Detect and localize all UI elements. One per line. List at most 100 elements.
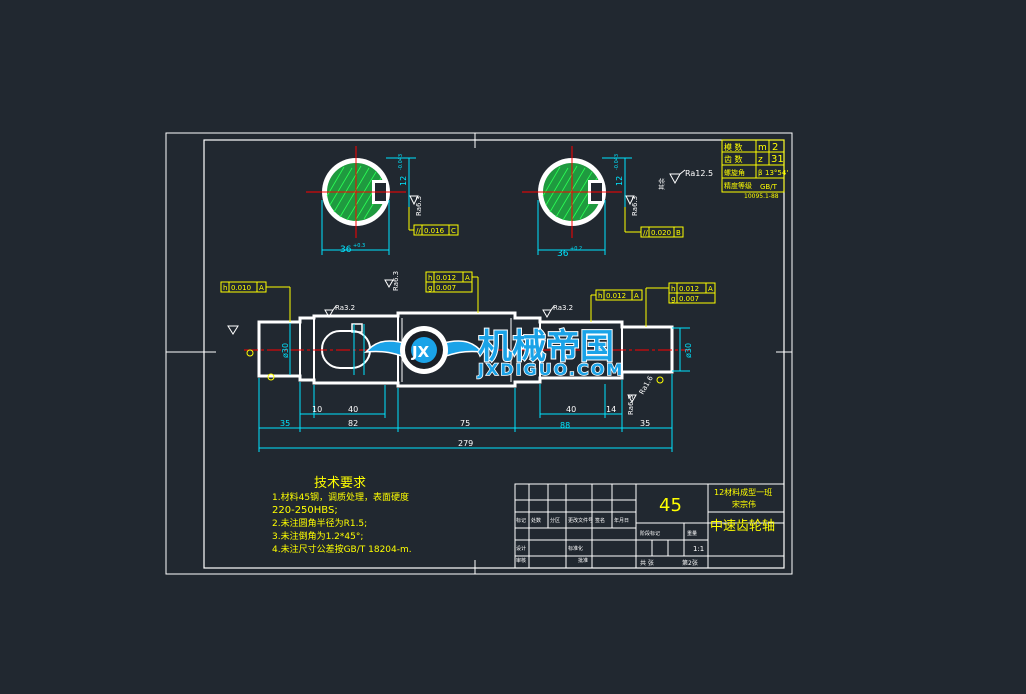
gtol-mid-top-g-symbol: g	[428, 284, 432, 292]
title-block: 45 12材料成型一班 宋宗伟 中速齿轮轴 1:1 共 张 第2张 标记 处数 …	[514, 483, 785, 569]
title-row-review: 审核	[516, 557, 526, 564]
shaft-view: ø30 ø30	[220, 271, 716, 452]
gtol-left-datum: A	[259, 284, 264, 292]
inner-border	[203, 139, 785, 569]
section-right-finish-symbol	[625, 195, 635, 206]
gear-row-helix-name: 螺旋角	[724, 168, 745, 177]
section-right-key-tol: -0.043	[614, 154, 620, 170]
title-scale: 1:1	[693, 545, 704, 553]
dim-total: 279	[458, 439, 473, 448]
title-sheet-total: 共 张	[640, 559, 654, 567]
section-right: 36 +0.2 12 -0.043 Ra6.3 // 0.020 B	[522, 146, 684, 259]
section-left-gtol-datum: C	[451, 227, 456, 235]
finish-ra32-right: Ra3.2	[553, 304, 573, 312]
gtol-right-h-datum: A	[708, 285, 713, 293]
dim-82: 82	[348, 419, 358, 428]
general-finish-value: Ra12.5	[685, 169, 713, 178]
section-right-finish: Ra6.3	[631, 196, 639, 216]
gear-row-module-val: 2	[772, 142, 778, 153]
logo-url: JXDIGUO.COM	[477, 360, 624, 379]
dim-75: 75	[460, 419, 470, 428]
watermark-logo: JX 机械帝国 JXDIGUO.COM	[363, 326, 624, 380]
logo-chinese: 机械帝国	[478, 327, 614, 367]
gtol-mid-top-h-datum: A	[465, 274, 470, 282]
title-part-name: 中速齿轮轴	[710, 519, 775, 534]
section-left-key-tol: -0.043	[398, 154, 404, 170]
dim-10: 10	[312, 405, 322, 414]
finish-ra63-top: Ra6.3	[392, 271, 400, 291]
gtol-mid-top-h-symbol: h	[428, 274, 432, 282]
tech-req-line-1: 1.材料45钢，调质处理，表面硬度	[272, 491, 409, 503]
tech-requirements: 技术要求 1.材料45钢，调质处理，表面硬度 220-250HBS; 2.未注圆…	[272, 476, 412, 555]
finish-ra32-left: Ra3.2	[335, 304, 355, 312]
gtol-right-g-symbol: g	[671, 295, 675, 303]
section-right-gtol-frame	[640, 226, 684, 238]
title-header-4: 更改文件号	[568, 517, 593, 524]
gtol-left-symbol: h	[223, 284, 227, 292]
dim-40-left: 40	[348, 405, 358, 414]
gear-row-teeth-val: 31	[771, 154, 784, 165]
tech-req-line-2: 220-250HBS;	[272, 505, 338, 516]
dim-35-left: 35	[280, 419, 290, 428]
section-left-finish-symbol	[409, 195, 419, 206]
general-finish-prefix: 其余	[658, 178, 666, 190]
title-weight-label: 重量	[687, 530, 697, 537]
gear-parameter-table: 模 数 m 2 齿 数 z 31 螺旋角 β 13°54' 精度等级 GB/T …	[721, 139, 788, 200]
section-left-gtol-value: 0.016	[424, 227, 445, 235]
gear-row-teeth-sym: z	[758, 155, 763, 165]
shaft-dia-left: ø30	[281, 343, 290, 358]
gtol-mid-right-symbol: h	[598, 292, 602, 300]
section-left-dia-tol: +0.3	[353, 243, 365, 249]
title-mid-approve: 批准	[578, 557, 588, 564]
dim-88: 88	[560, 421, 570, 430]
title-material: 45	[659, 495, 682, 516]
title-header-5: 签名	[595, 517, 605, 524]
section-left-dia: 36	[340, 245, 352, 255]
title-row-design: 设计	[516, 545, 526, 552]
gear-row-module-name: 模 数	[724, 142, 743, 152]
section-right-gtol-datum: B	[676, 229, 681, 237]
section-right-dia: 36	[557, 249, 569, 259]
title-header-2: 处数	[531, 517, 541, 524]
dim-14: 14	[606, 405, 616, 414]
title-header-1: 标记	[516, 517, 526, 524]
section-left-gtol-symbol: //	[416, 227, 421, 235]
dim-35-right: 35	[640, 419, 650, 428]
section-left: 36 +0.3 12 -0.043 Ra6.3 // 0.016 C	[306, 146, 459, 255]
dim-40-right: 40	[566, 405, 576, 414]
shaft-dia-right: ø30	[684, 343, 693, 358]
outer-border	[165, 132, 793, 575]
title-stage-label: 阶段标记	[640, 530, 660, 537]
title-header-3: 分区	[550, 517, 560, 524]
gear-row-module-sym: m	[758, 143, 767, 153]
section-right-gtol-symbol: //	[643, 229, 648, 237]
gtol-right-h-value: 0.012	[679, 285, 699, 293]
section-left-finish: Ra6.3	[415, 196, 423, 216]
gtol-left-value: 0.010	[231, 284, 251, 292]
section-left-key-depth: 12	[399, 176, 408, 186]
gtol-mid-top-h-value: 0.012	[436, 274, 456, 282]
section-right-dia-tol: +0.2	[570, 246, 582, 252]
gear-row-accuracy-val: GB/T	[760, 183, 778, 191]
gtol-mid-right-datum: A	[634, 292, 639, 300]
tech-req-title: 技术要求	[314, 476, 366, 491]
title-header-6: 年月日	[614, 517, 629, 524]
general-finish-symbol	[669, 169, 686, 185]
section-left-gtol-frame	[413, 224, 459, 236]
title-school: 12材料成型一班	[714, 487, 772, 497]
tech-req-line-3: 2.未注圆角半径为R1.5;	[272, 517, 367, 529]
gear-row-helix-sym: β	[758, 169, 762, 177]
general-finish: 其余 Ra12.5	[658, 169, 713, 190]
title-designer: 宋宗伟	[732, 499, 756, 509]
gtol-mid-top-g-value: 0.007	[436, 284, 456, 292]
tech-req-line-5: 4.未注尺寸公差按GB/T 18204-m.	[272, 543, 412, 555]
gtol-left-frame	[220, 281, 267, 293]
logo-badge: JX	[411, 343, 430, 361]
gear-row-accuracy-name: 精度等级	[724, 181, 752, 190]
finish-ra63-bottom: Ra6.3	[627, 395, 635, 415]
section-right-key-depth: 12	[615, 176, 624, 186]
gtol-right-g-value: 0.007	[679, 295, 699, 303]
gtol-right-h-symbol: h	[671, 285, 675, 293]
